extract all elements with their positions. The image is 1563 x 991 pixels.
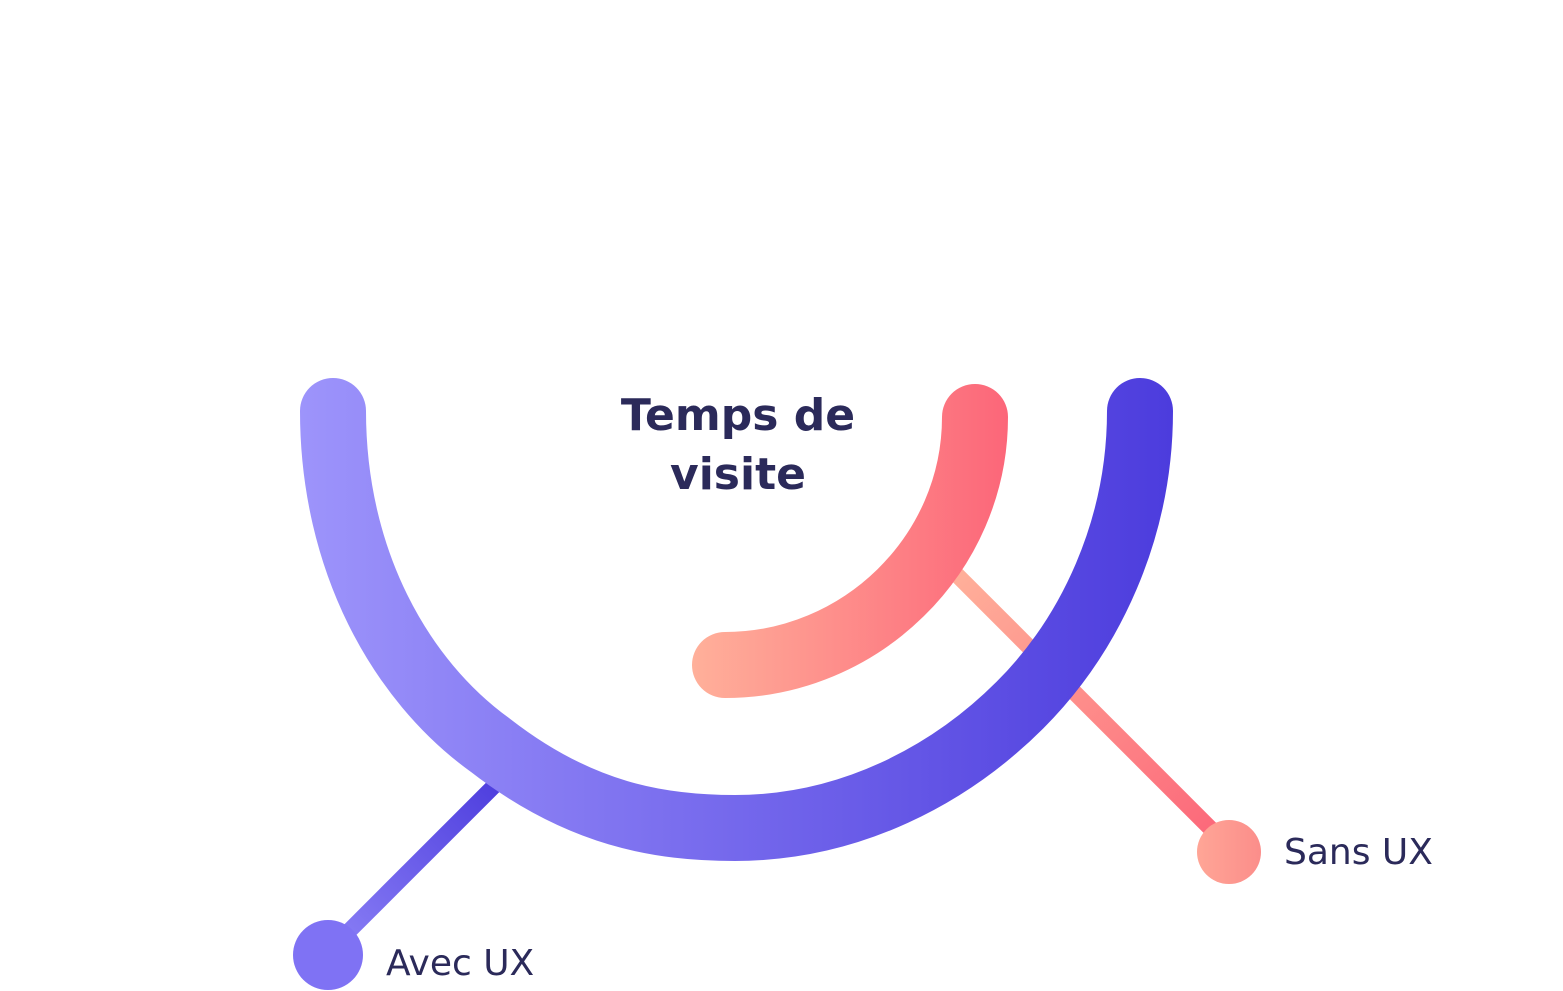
with-ux-label: Avec UX [386, 943, 534, 984]
without-ux-label: Sans UX [1284, 832, 1433, 873]
without-ux-connector [949, 567, 1228, 846]
title-line-1: Temps de [621, 390, 855, 441]
without-ux-arc [692, 384, 1008, 698]
without-ux-marker [1197, 820, 1261, 884]
with-ux-marker [293, 920, 363, 990]
with-ux-connector [334, 768, 512, 946]
title-line-2: visite [670, 449, 806, 500]
with-ux-arc [300, 378, 1173, 862]
